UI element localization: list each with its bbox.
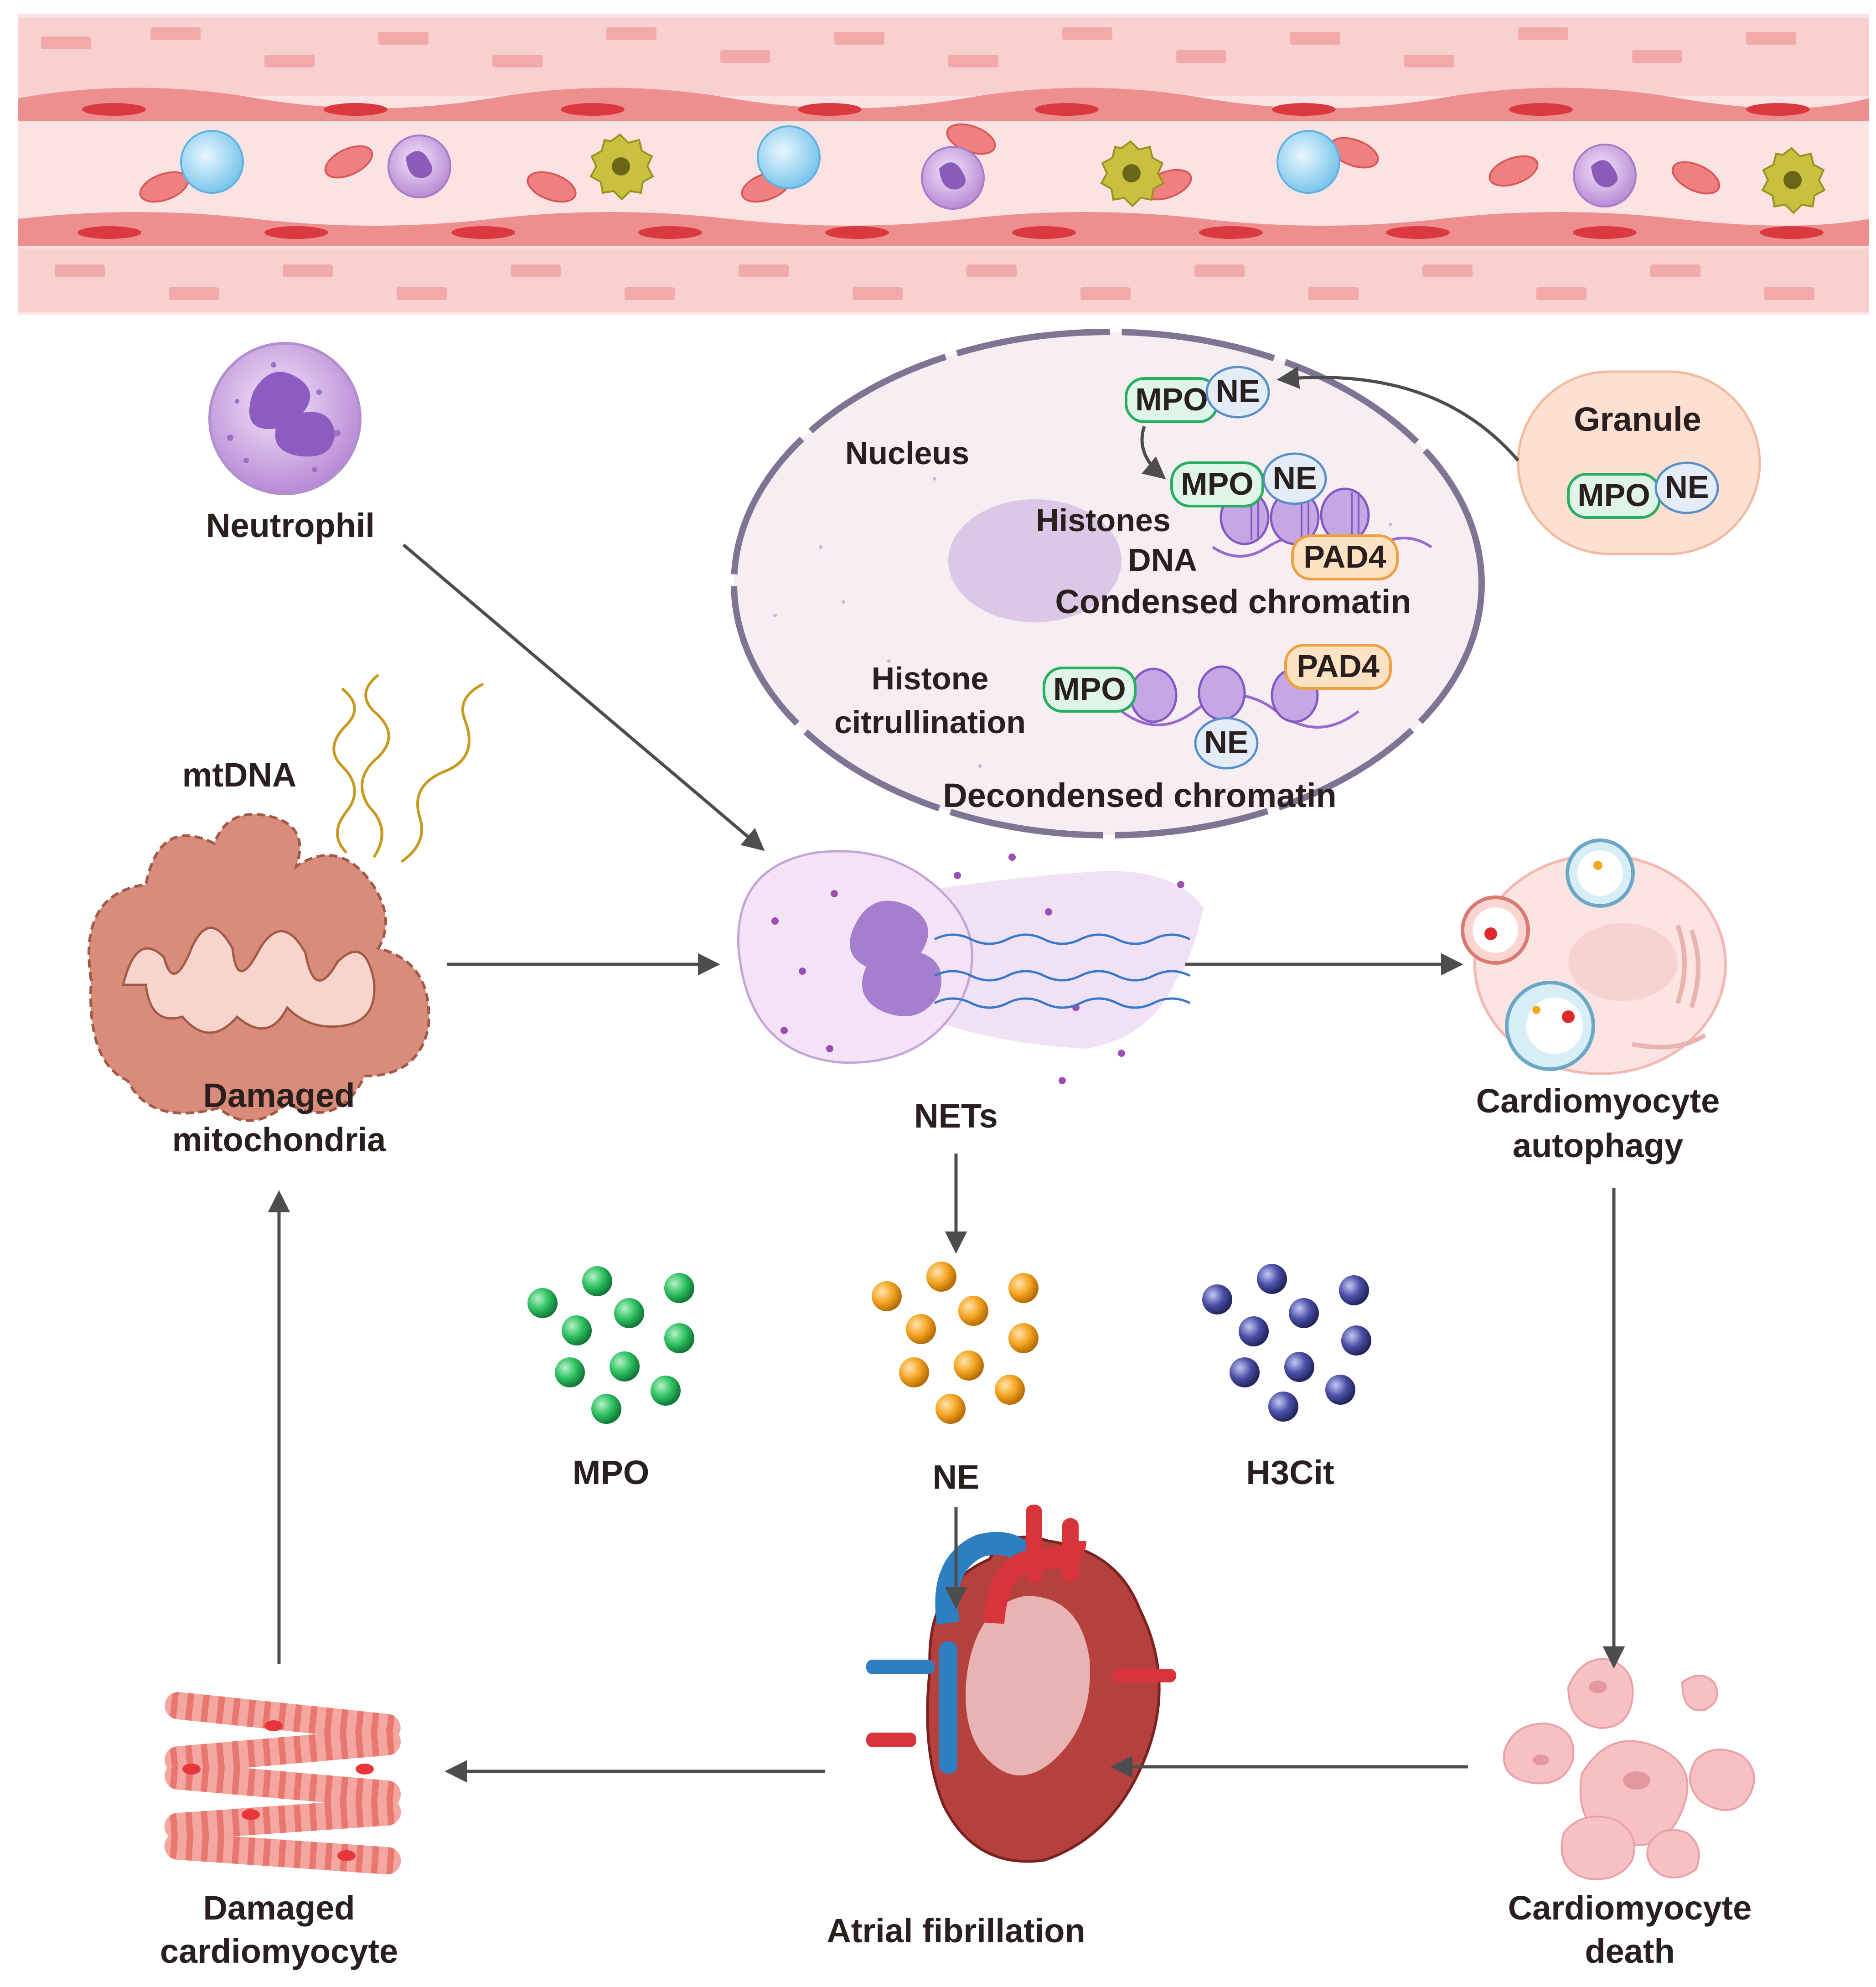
condensed-chromatin-label: Condensed chromatin	[1055, 583, 1411, 621]
svg-text:MPO: MPO	[1577, 477, 1650, 513]
svg-text:NE: NE	[1204, 724, 1248, 760]
svg-text:NE: NE	[1215, 373, 1260, 409]
mpo-label: MPO	[573, 1454, 650, 1491]
damaged-cardiomyocyte-label-2: cardiomyocyte	[160, 1932, 398, 1970]
cardiomyocyte-death-label-2: death	[1585, 1932, 1674, 1970]
lymphocyte	[180, 125, 1340, 194]
damaged-mitochondria	[88, 673, 484, 1122]
mpo-ne-complex-top: MPO NE	[1125, 366, 1270, 423]
svg-text:PAD4: PAD4	[1303, 539, 1386, 574]
damaged-cardiomyocyte-label-1: Damaged	[203, 1889, 355, 1927]
granule: MPO NE	[1517, 370, 1761, 555]
damaged-cardiomyocyte	[164, 1692, 401, 1875]
ne-cluster	[872, 1262, 1039, 1424]
neutrophil-label: Neutrophil	[206, 507, 375, 544]
vessel-wall-top	[18, 18, 1869, 121]
h3cit-label: H3Cit	[1246, 1454, 1334, 1491]
nets-cell	[737, 850, 1204, 1084]
nets-label: NETs	[914, 1097, 998, 1135]
atrial-fibrillation-label: Atrial fibrillation	[827, 1912, 1085, 1950]
nucleus-label: Nucleus	[845, 435, 969, 471]
h3cit-cluster	[1202, 1264, 1371, 1422]
heart	[866, 1505, 1176, 1863]
mpo-cluster	[527, 1266, 694, 1424]
svg-text:NE: NE	[1664, 469, 1709, 505]
cardiomyocyte-death	[1503, 1658, 1755, 1880]
small-neutrophil	[388, 135, 1637, 210]
svg-text:MPO: MPO	[1181, 466, 1253, 502]
cardiomyocyte-autophagy-cell	[1461, 838, 1727, 1075]
svg-text:MPO: MPO	[1053, 671, 1126, 707]
cardiomyocyte-death-label-1: Cardiomyocyte	[1508, 1889, 1752, 1927]
cardiomyocyte-autophagy-label-1: Cardiomyocyte	[1476, 1082, 1720, 1120]
blood-vessel	[18, 14, 1869, 315]
mtdna-label: mtDNA	[182, 756, 297, 794]
vessel-wall-bottom	[18, 212, 1869, 312]
svg-text:NE: NE	[1272, 460, 1317, 496]
histone-citrullination-label-1: Histone	[872, 661, 989, 696]
ne-label: NE	[933, 1458, 980, 1496]
dna-label: DNA	[1128, 542, 1197, 578]
cardiomyocyte-autophagy-label-2: autophagy	[1513, 1127, 1683, 1164]
neutrophil-cell	[208, 342, 362, 495]
damaged-mitochondria-label-1: Damaged	[203, 1076, 355, 1114]
arrow-granule-to-nucleus	[1277, 366, 1519, 462]
arrow-neutrophil-to-nets	[402, 543, 765, 851]
svg-text:MPO: MPO	[1135, 382, 1208, 417]
damaged-mitochondria-label-2: mitochondria	[172, 1121, 387, 1159]
histone-citrullination-label-2: citrullination	[834, 704, 1026, 740]
decondensed-chromatin-label: Decondensed chromatin	[943, 776, 1337, 814]
svg-text:PAD4: PAD4	[1297, 648, 1380, 684]
histones-label: Histones	[1036, 502, 1171, 538]
condensed-chromatin-diagram: MPO NE PAD4	[1170, 452, 1432, 580]
granule-label: Granule	[1574, 400, 1701, 438]
decondensed-chromatin-diagram: MPO NE PAD4	[1043, 644, 1392, 770]
lumen-cells	[139, 123, 1826, 214]
